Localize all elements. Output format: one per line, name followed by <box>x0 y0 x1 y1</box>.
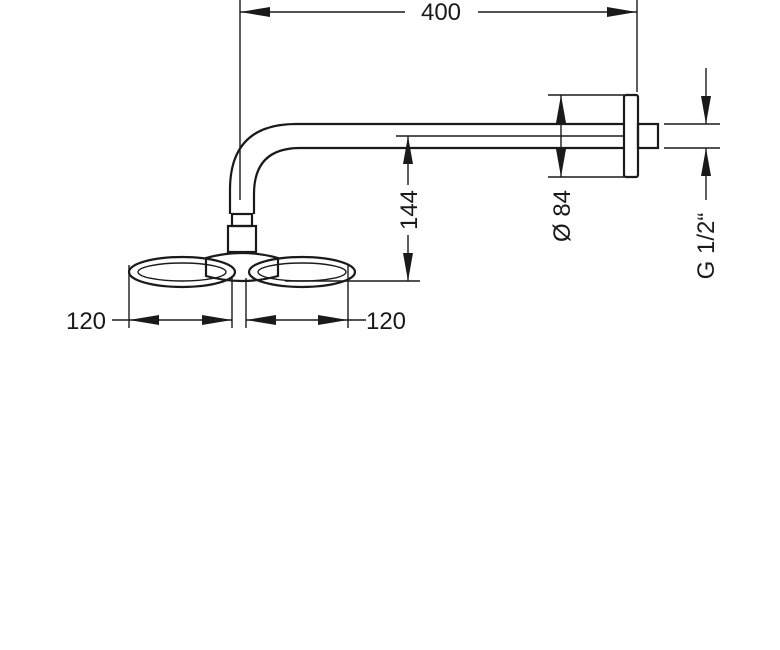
dimension-head-right: 120 <box>245 265 406 335</box>
shower-arm <box>228 122 624 214</box>
head-connector <box>226 212 258 254</box>
dimension-head-left-label: 120 <box>66 308 106 335</box>
dimension-head-right-label: 120 <box>366 308 406 335</box>
dimension-width-label: 400 <box>421 0 461 26</box>
dimension-drop: 144 <box>285 136 423 282</box>
dimension-head-left: 120 <box>66 265 233 335</box>
dimension-drop-label: 144 <box>396 190 423 230</box>
dimension-width: 400 <box>239 0 638 200</box>
dimension-flange-diameter-label: Ø 84 <box>549 190 576 242</box>
dimension-thread-label: G 1/2“ <box>693 213 720 280</box>
shower-head <box>127 251 357 289</box>
wall-flange <box>622 93 660 179</box>
dimension-thread: G 1/2“ <box>664 68 720 279</box>
dimension-flange-diameter: Ø 84 <box>548 94 624 242</box>
